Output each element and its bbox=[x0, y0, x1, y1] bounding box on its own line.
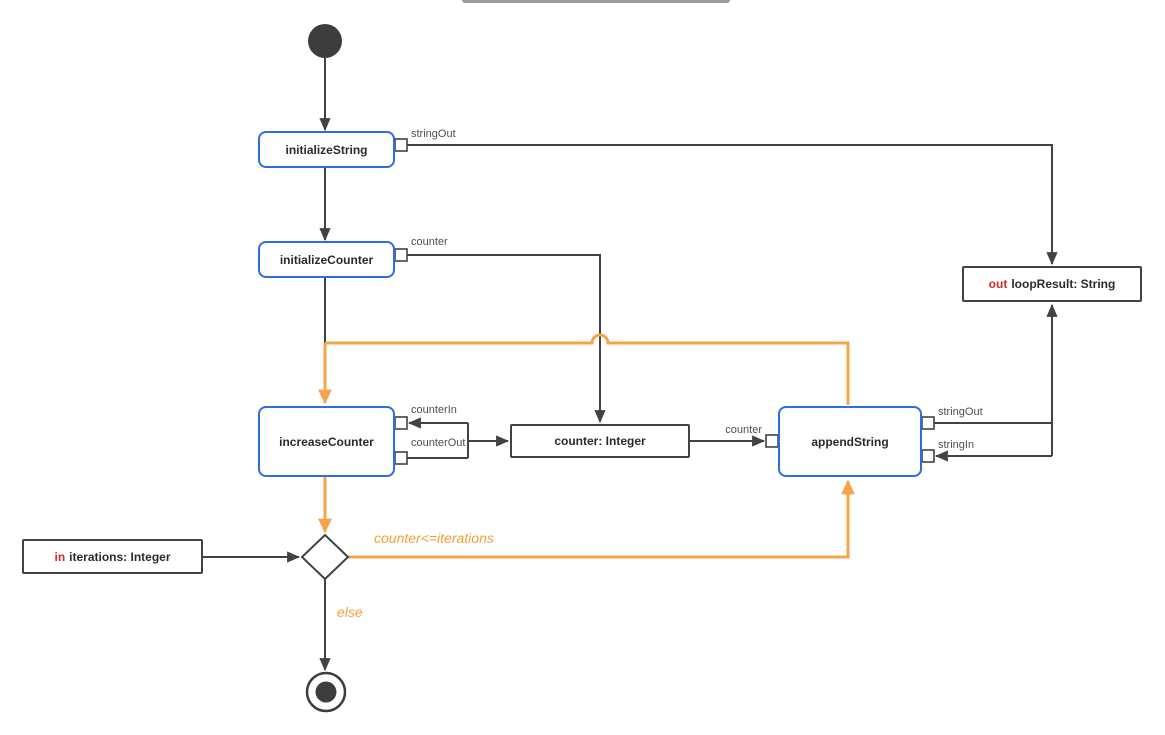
node-iterations-param[interactable]: in iterations: Integer bbox=[22, 539, 203, 574]
port-label-stringOut-append: stringOut bbox=[938, 406, 983, 418]
node-appendString[interactable]: appendString bbox=[778, 406, 922, 477]
node-label: iterations: Integer bbox=[69, 549, 171, 564]
edge-flow-to-appendString-top[interactable] bbox=[325, 333, 850, 405]
port-label-stringOut: stringOut bbox=[411, 128, 456, 140]
port-appendString-stringOut[interactable] bbox=[921, 416, 935, 430]
node-initializeCounter[interactable]: initializeCounter bbox=[258, 241, 395, 278]
decision-diamond[interactable] bbox=[300, 533, 350, 581]
node-label: increaseCounter bbox=[279, 434, 374, 449]
node-label: counter: Integer bbox=[554, 434, 646, 448]
edge-condition-to-appendString[interactable] bbox=[348, 479, 855, 559]
port-label-counter: counter bbox=[411, 236, 448, 248]
node-loopResult[interactable]: out loopResult: String bbox=[962, 266, 1142, 302]
start-node[interactable] bbox=[308, 24, 342, 58]
node-increaseCounter[interactable]: increaseCounter bbox=[258, 406, 395, 477]
node-counter-variable[interactable]: counter: Integer bbox=[510, 424, 690, 458]
node-label: initializeCounter bbox=[279, 252, 374, 267]
clipped-toolbar-edge bbox=[462, 0, 730, 3]
port-increaseCounter-counterIn[interactable] bbox=[394, 416, 408, 430]
port-label-counterIn: counterIn bbox=[411, 404, 457, 416]
port-appendString-stringIn[interactable] bbox=[921, 449, 935, 463]
edge-stringOut-to-loopResult[interactable] bbox=[407, 144, 1058, 266]
final-node[interactable] bbox=[305, 671, 347, 713]
out-keyword: out bbox=[988, 277, 1008, 291]
node-label: initializeString bbox=[285, 142, 368, 157]
guard-label-else: else bbox=[337, 604, 363, 620]
node-label: appendString bbox=[811, 434, 889, 449]
guard-label-loop-condition: counter<=iterations bbox=[374, 530, 494, 546]
port-label-counterOut: counterOut bbox=[411, 437, 466, 449]
port-initializeCounter-counter[interactable] bbox=[394, 248, 408, 262]
port-increaseCounter-counterOut[interactable] bbox=[394, 451, 408, 465]
port-label-counter-append: counter bbox=[725, 424, 762, 436]
port-appendString-counter[interactable] bbox=[765, 434, 779, 448]
node-label: loopResult: String bbox=[1011, 277, 1116, 291]
in-keyword: in bbox=[54, 549, 66, 564]
port-label-stringIn-append: stringIn bbox=[938, 439, 975, 451]
node-initializeString[interactable]: initializeString bbox=[258, 131, 395, 168]
port-initializeString-stringOut[interactable] bbox=[394, 138, 408, 152]
edge-counter-to-counterVariable[interactable] bbox=[407, 254, 606, 424]
